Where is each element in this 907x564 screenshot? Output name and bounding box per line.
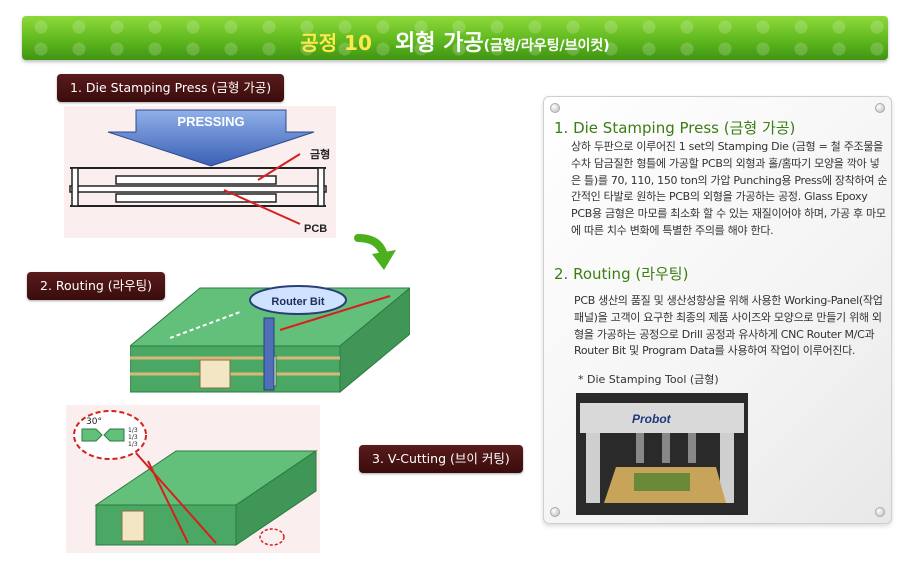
- vcut-pointer-line-1: [135, 452, 217, 544]
- vcut-board-front: [95, 504, 237, 546]
- bolt-icon: [550, 507, 560, 517]
- bolt-icon: [875, 103, 885, 113]
- section1-title: 1. Die Stamping Press (금형 가공): [554, 119, 796, 137]
- board-side-face: [339, 287, 410, 394]
- vcut-slot: [121, 510, 145, 542]
- routed-slot: [199, 359, 231, 389]
- pcb-pointer-arrow: [223, 189, 301, 225]
- pcb-sheet: [69, 185, 327, 193]
- machine-brand: Probot: [632, 412, 672, 426]
- process-number: 공정 10: [300, 31, 372, 55]
- route-guide-line: [169, 311, 241, 339]
- spindle-1: [636, 433, 644, 463]
- stamping-diagram: PRESSING 금형 PCB: [64, 106, 336, 238]
- die-pointer-arrow: [257, 153, 301, 181]
- section1-body: 상하 두판으로 이루어진 1 set의 Stamping Die (금형 = 철…: [571, 140, 888, 237]
- label-vcut: 3. V-Cutting (브이 커팅): [359, 445, 523, 473]
- machine-gantry: [580, 403, 744, 433]
- router-bit-icon: [263, 317, 275, 391]
- process-title: 외형 가공: [395, 31, 484, 56]
- vcut-ratio-2: 1/3: [128, 434, 138, 441]
- die-post-right: [317, 167, 325, 207]
- spindle-2: [662, 433, 670, 463]
- section2-note: * Die Stamping Tool (금형): [578, 373, 719, 386]
- vcut-diagram: 30° 1/3 1/3 1/3: [66, 405, 320, 553]
- die-upper: [115, 175, 277, 185]
- board-front-face: [130, 345, 341, 393]
- bolt-icon: [550, 103, 560, 113]
- press-arrow-icon: [107, 109, 315, 167]
- die-post-left: [71, 167, 79, 207]
- vcut-pointer-line-2: [147, 460, 189, 544]
- vcut-ratio-1: 1/3: [128, 427, 138, 434]
- info-panel: 1. Die Stamping Press (금형 가공) 상하 두판으로 이루…: [543, 96, 892, 524]
- vcut-angle: 30°: [86, 417, 102, 427]
- router-bit-bubble: [249, 285, 347, 315]
- router-machine-photo: Probot: [576, 393, 748, 515]
- banner-pattern: [22, 16, 888, 60]
- section2-body: PCB 생산의 품질 및 생산성향상을 위해 사용한 Working-Panel…: [574, 294, 883, 358]
- bolt-icon: [875, 507, 885, 517]
- label-routing: 2. Routing (라우팅): [27, 272, 166, 300]
- pcb-label: PCB: [304, 223, 327, 235]
- routing-diagram: Router Bit: [130, 285, 410, 394]
- machine-leg-right: [720, 433, 734, 503]
- vcut-ratio-3: 1/3: [128, 441, 138, 448]
- pressing-text: PRESSING: [177, 114, 244, 129]
- spindle-3: [688, 433, 696, 463]
- section2-title: 2. Routing (라우팅): [554, 265, 689, 283]
- die-lower: [115, 193, 277, 203]
- router-bit-label: Router Bit: [271, 296, 325, 308]
- pcb-on-table: [634, 473, 690, 491]
- route-path-line: [279, 295, 391, 331]
- vcut-groove-left: [81, 428, 103, 442]
- die-label: 금형: [310, 147, 330, 161]
- machine-leg-left: [586, 433, 600, 503]
- banner-title: 공정 10 외형 가공(금형/라우팅/브이컷): [22, 25, 888, 57]
- green-arrow-icon: [354, 234, 396, 270]
- vcut-board-side: [235, 450, 317, 546]
- process-subtitle: (금형/라우팅/브이컷): [483, 38, 610, 54]
- vcut-groove-right: [103, 428, 125, 442]
- title-banner: 공정 10 외형 가공(금형/라우팅/브이컷): [22, 16, 888, 60]
- label-stamping: 1. Die Stamping Press (금형 가공): [57, 74, 285, 102]
- vcut-target-circle: [259, 528, 285, 546]
